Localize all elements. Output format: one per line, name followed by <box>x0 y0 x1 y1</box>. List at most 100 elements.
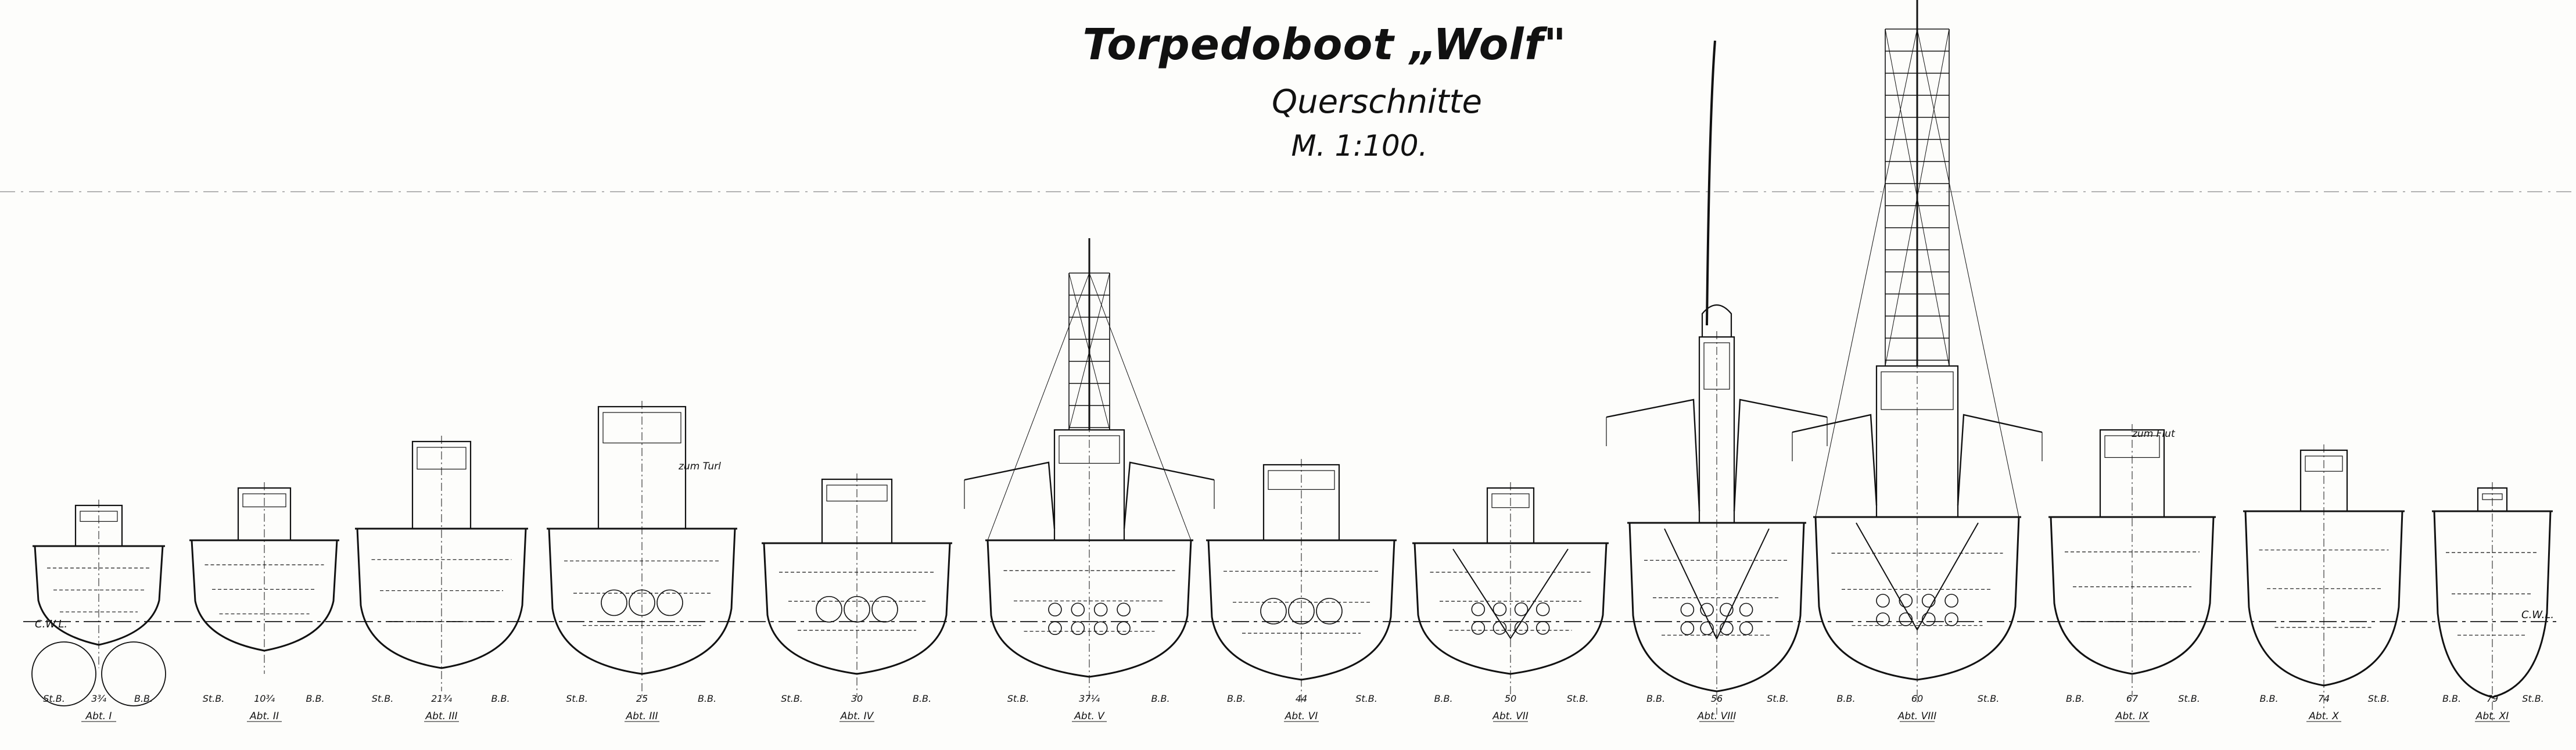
superstructure <box>821 478 893 544</box>
machinery-circle <box>1944 612 1958 626</box>
side-label-left: St.B. <box>781 693 803 704</box>
davit-right <box>1123 461 1215 529</box>
superstructure-detail <box>826 485 888 502</box>
machinery-circle <box>1048 602 1062 617</box>
side-label-left: St.B. <box>203 693 225 704</box>
machinery-circle <box>1514 602 1529 616</box>
title-block: Torpedoboot „Wolf" Querschnitte M. 1:100… <box>1034 23 1615 160</box>
superstructure-detail <box>80 511 118 522</box>
superstructure <box>1486 487 1535 544</box>
machinery-circle <box>1093 602 1108 617</box>
machinery-circle <box>1944 594 1958 608</box>
mast-brace <box>1068 272 1110 430</box>
side-label-left: St.B. <box>43 693 65 704</box>
side-label-left: B.B. <box>2066 693 2085 704</box>
side-label-left: B.B. <box>1227 693 1246 704</box>
side-label-left: St.B. <box>372 693 394 704</box>
section-caption: Abt. IX <box>2115 710 2149 722</box>
machinery-circle <box>1093 621 1108 636</box>
frame-number: 30 <box>851 693 863 704</box>
boiler-frame <box>1452 548 1569 640</box>
machinery-circle <box>1117 621 1131 636</box>
side-label-left: B.B. <box>1836 693 1855 704</box>
superstructure-detail <box>1268 470 1335 490</box>
section-caption: Abt. III <box>626 710 658 722</box>
frame-number: 60 <box>1911 693 1923 704</box>
boiler-frame <box>1664 528 1770 640</box>
hull-outline <box>2050 516 2215 675</box>
machinery-circle <box>1288 598 1315 625</box>
davit-right <box>1957 414 2043 506</box>
machinery-circle <box>1899 594 1913 608</box>
superstructure-detail <box>2305 455 2343 472</box>
side-label-right: St.B. <box>1767 693 1789 704</box>
machinery-circle <box>1739 602 1753 617</box>
frame-number: 37¼ <box>1079 693 1100 704</box>
side-label-right: B.B. <box>698 693 716 704</box>
section-caption: Abt. III <box>425 710 458 722</box>
machinery-circle <box>601 589 627 616</box>
machinery-circle <box>1899 612 1913 626</box>
frame-number: 21¾ <box>431 693 452 704</box>
frame-number: 3¾ <box>91 693 106 704</box>
superstructure-detail <box>417 447 467 470</box>
section-abt1: St.B. 3¾ B.B. Abt. I <box>31 500 166 722</box>
side-label-right: St.B. <box>1567 693 1589 704</box>
side-label-right: B.B. <box>134 693 153 704</box>
superstructure <box>1698 336 1735 524</box>
drawing-title: Torpedoboot „Wolf" <box>1082 20 1567 70</box>
machinery-circle <box>1316 598 1343 625</box>
machinery-circle <box>1720 602 1734 617</box>
machinery-circle <box>1048 621 1062 636</box>
superstructure <box>1262 464 1340 541</box>
side-label-left: St.B. <box>1007 693 1029 704</box>
mast-stay <box>1815 28 1918 518</box>
superstructure-detail <box>1881 371 1954 410</box>
davit-left <box>964 461 1056 529</box>
superstructure <box>2099 429 2165 518</box>
side-label-right: St.B. <box>2522 693 2544 704</box>
frame-number: 56 <box>1711 693 1723 704</box>
side-label-right: St.B. <box>1978 693 2000 704</box>
side-label-right: B.B. <box>913 693 931 704</box>
funnel-top <box>1701 304 1732 337</box>
mast-stay <box>987 272 1090 541</box>
mast-stay <box>1089 272 1192 541</box>
machinery-circle <box>1471 602 1486 616</box>
frame-number: 50 <box>1505 693 1516 704</box>
superstructure-detail <box>602 412 681 444</box>
side-label-right: St.B. <box>2178 693 2200 704</box>
frame-number: 44 <box>1296 693 1307 704</box>
side-label-right: B.B. <box>306 693 324 704</box>
section-caption: Abt. V <box>1074 710 1105 722</box>
side-label-left: St.B. <box>566 693 588 704</box>
frame-number: 10¾ <box>254 693 275 704</box>
machinery-circle <box>1921 612 1936 626</box>
superstructure-detail <box>2104 435 2160 458</box>
machinery-circle <box>1680 602 1695 617</box>
machinery-circle <box>1876 594 1890 608</box>
section-caption: Abt. I <box>85 710 112 722</box>
superstructure-detail <box>1703 342 1730 390</box>
side-label-left: B.B. <box>1646 693 1665 704</box>
machinery-circle <box>1071 621 1085 636</box>
machinery-circle <box>1260 598 1287 625</box>
machinery-circle <box>1471 620 1486 635</box>
side-label-right: St.B. <box>2368 693 2390 704</box>
machinery-circle <box>1535 620 1550 635</box>
superstructure <box>74 504 123 547</box>
section-caption: Abt. VIII <box>1697 710 1737 722</box>
machinery-circle <box>1921 594 1936 608</box>
machinery-circle <box>1700 621 1714 636</box>
foremast-line <box>1706 40 1716 326</box>
superstructure-detail <box>1491 493 1530 508</box>
